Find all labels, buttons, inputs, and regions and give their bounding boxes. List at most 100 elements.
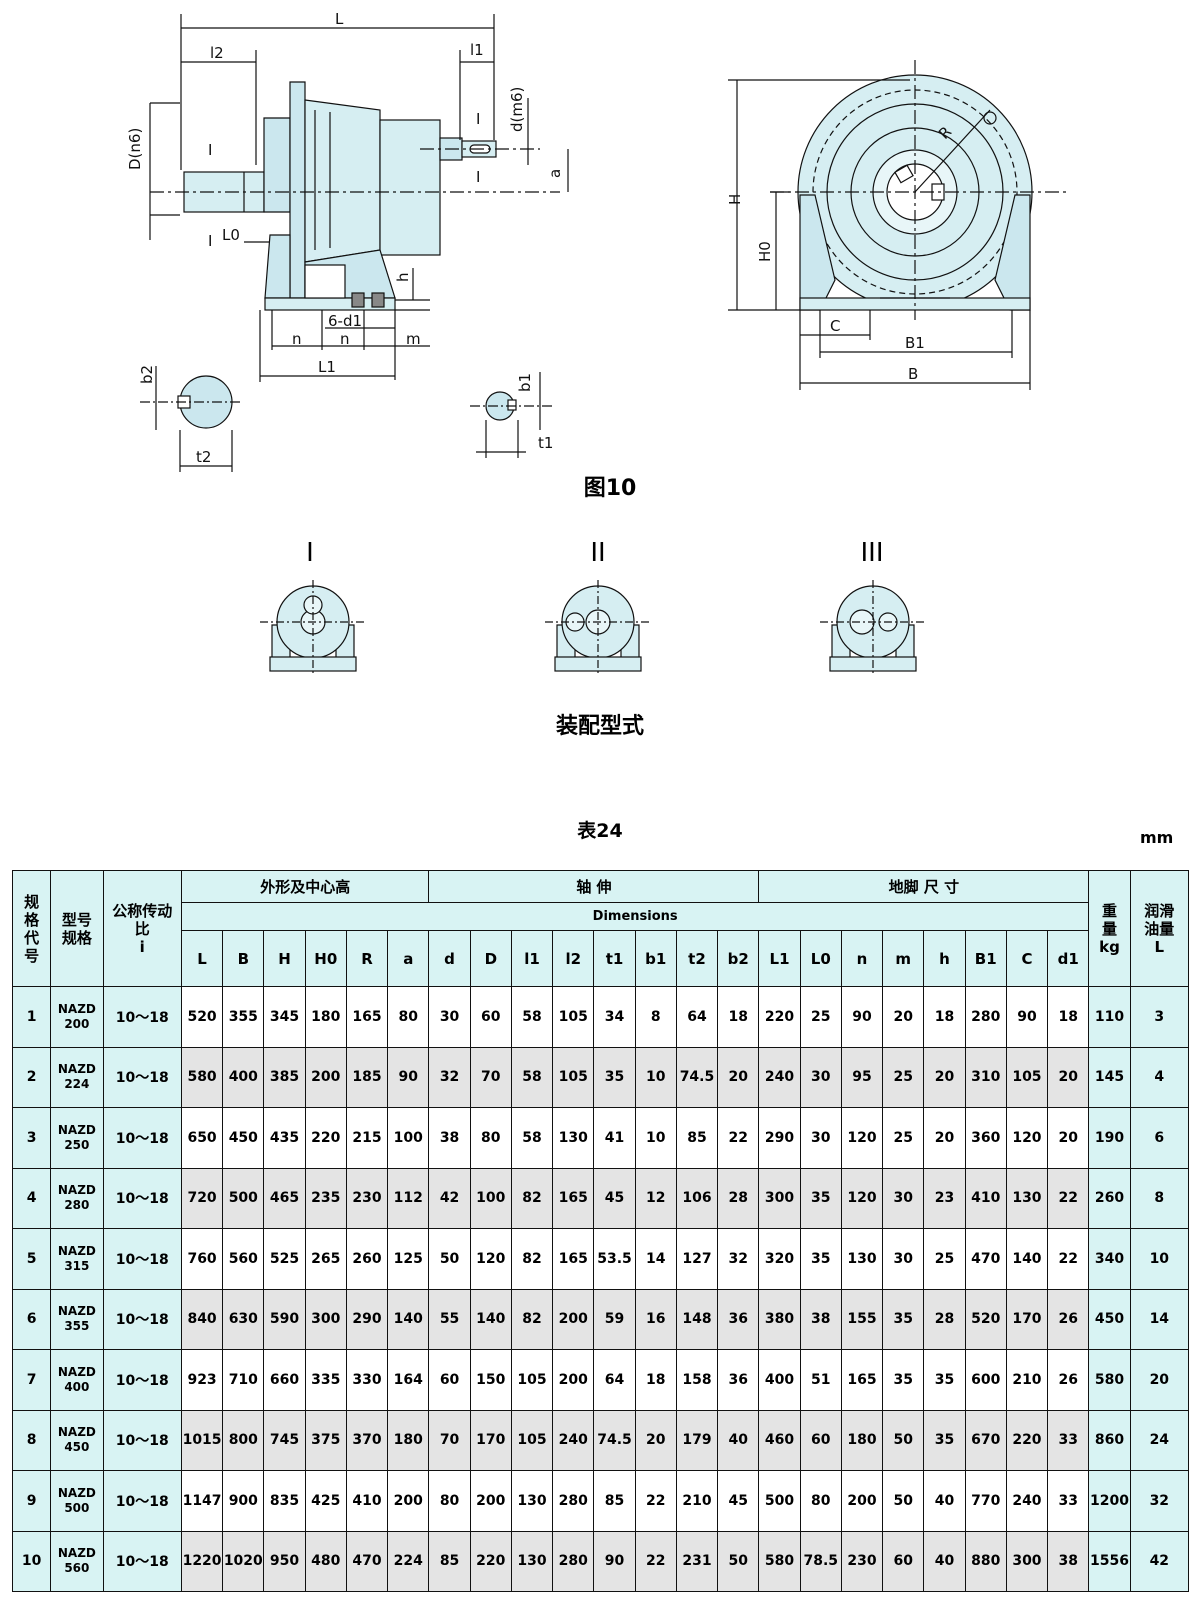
- cell-dim: 38: [799, 1288, 842, 1350]
- cell-dim: 80: [469, 1107, 512, 1169]
- cell-dim: 18: [1047, 986, 1090, 1048]
- cell-dim: 18: [923, 986, 966, 1048]
- label-H: H: [726, 194, 744, 205]
- cell-dim: 12: [634, 1167, 677, 1229]
- cell-dim: 90: [387, 1046, 430, 1108]
- cell-dim: 425: [304, 1470, 347, 1532]
- cell-dim: 105: [552, 1046, 595, 1108]
- column-header-2: H: [263, 930, 306, 987]
- label-L1: L1: [318, 358, 336, 376]
- cell-dim: 20: [923, 1107, 966, 1169]
- label-6d1: 6-d1: [328, 312, 362, 330]
- cell-weight: 1200: [1088, 1470, 1131, 1532]
- cell-dim: 23: [923, 1167, 966, 1229]
- cell-dim: 560: [222, 1228, 265, 1290]
- cell-dim: 60: [882, 1530, 925, 1592]
- cell-oil: 20: [1129, 1349, 1190, 1411]
- cell-dim: 105: [510, 1409, 554, 1471]
- cell-oil: 32: [1129, 1470, 1190, 1532]
- cell-dim: 74.5: [593, 1409, 636, 1471]
- label-t2: t2: [196, 448, 211, 466]
- cell-model-size: 355: [64, 1319, 90, 1334]
- cell-dim: 950: [263, 1530, 306, 1592]
- cell-dim: 64: [593, 1349, 636, 1411]
- cell-dim: 112: [387, 1167, 430, 1229]
- cell-ratio: 10～18: [102, 1409, 182, 1471]
- cell-dim: 33: [1047, 1409, 1090, 1471]
- column-header-13: b2: [717, 930, 760, 987]
- assembly-type-label-1: I: [306, 538, 314, 568]
- label-a: a: [546, 169, 564, 178]
- cell-dim: 50: [882, 1470, 925, 1532]
- cell-model-name: NAZD: [57, 1546, 96, 1561]
- column-header-3: H0: [304, 930, 347, 987]
- cell-dim: 82: [510, 1228, 554, 1290]
- cell-dim: 835: [263, 1470, 306, 1532]
- cell-dim: 400: [758, 1349, 801, 1411]
- cell-dim: 20: [634, 1409, 677, 1471]
- column-header-5: a: [387, 930, 430, 987]
- cell-dim: 580: [758, 1530, 801, 1592]
- cell-dim: 42: [428, 1167, 471, 1229]
- cell-dim: 650: [180, 1107, 224, 1169]
- cell-dim: 8: [634, 986, 677, 1048]
- cell-dim: 70: [428, 1409, 471, 1471]
- label-d: d(m6): [508, 87, 526, 132]
- cell-dim: 300: [758, 1167, 801, 1229]
- cell-dim: 82: [510, 1288, 554, 1350]
- cell-ratio: 10～18: [102, 1107, 182, 1169]
- cell-dim: 148: [675, 1288, 719, 1350]
- column-header-0: L: [180, 930, 224, 987]
- cell-dim: 30: [428, 986, 471, 1048]
- cell-dim: 800: [222, 1409, 265, 1471]
- cell-dim: 240: [758, 1046, 801, 1108]
- column-header-19: B1: [964, 930, 1007, 987]
- cell-dim: 60: [469, 986, 512, 1048]
- cell-dim: 22: [1047, 1167, 1090, 1229]
- cell-dim: 30: [882, 1228, 925, 1290]
- cell-dim: 38: [428, 1107, 471, 1169]
- cell-dim: 32: [717, 1228, 760, 1290]
- cell-dim: 85: [675, 1107, 719, 1169]
- cell-dim: 335: [304, 1349, 347, 1411]
- column-header-11: b1: [634, 930, 677, 987]
- cell-dim: 630: [222, 1288, 265, 1350]
- label-L: L: [335, 10, 344, 28]
- cell-dim: 500: [758, 1470, 801, 1532]
- cell-dim: 380: [758, 1288, 801, 1350]
- cell-oil: 10: [1129, 1228, 1190, 1290]
- label-h: h: [394, 272, 412, 282]
- cell-dim: 231: [675, 1530, 719, 1592]
- cell-code: 10: [11, 1530, 52, 1592]
- cell-dim: 26: [1047, 1349, 1090, 1411]
- cell-dim: 22: [634, 1530, 677, 1592]
- cell-dim: 170: [469, 1409, 512, 1471]
- column-header-9: l2: [552, 930, 595, 987]
- label-n-2: n: [340, 330, 350, 348]
- cell-dim: 240: [1005, 1470, 1049, 1532]
- cell-dim: 59: [593, 1288, 636, 1350]
- cell-dim: 80: [799, 1470, 842, 1532]
- cell-dim: 200: [304, 1046, 347, 1108]
- cell-dim: 82: [510, 1167, 554, 1229]
- cell-oil: 3: [1129, 986, 1190, 1048]
- cell-dim: 460: [758, 1409, 801, 1471]
- cell-dim: 106: [675, 1167, 719, 1229]
- cell-dim: 105: [1005, 1046, 1049, 1108]
- cell-dim: 370: [345, 1409, 389, 1471]
- cell-model-name: NAZD: [57, 1304, 96, 1319]
- header-dimensions: Dimensions: [180, 902, 1090, 931]
- assembly-type-2-diagram: [545, 580, 651, 675]
- cell-dim: 290: [345, 1288, 389, 1350]
- cell-dim: 179: [675, 1409, 719, 1471]
- cell-dim: 120: [469, 1228, 512, 1290]
- cell-dim: 770: [964, 1470, 1007, 1532]
